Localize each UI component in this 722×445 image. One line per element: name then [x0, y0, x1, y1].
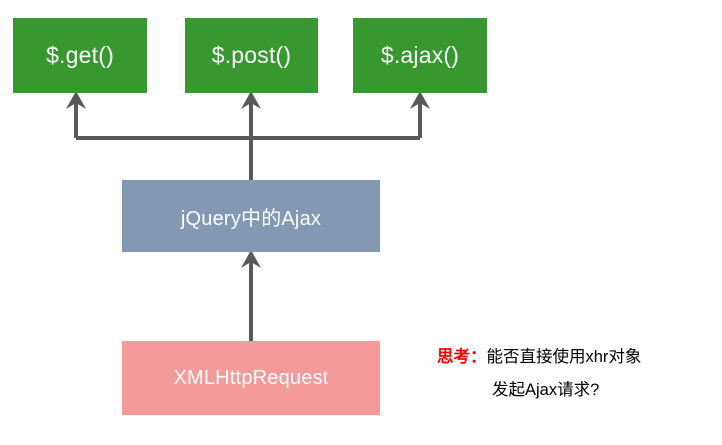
- node-jquery-ajax-method: $.ajax(): [353, 18, 487, 93]
- node-jquery-post-label: $.post(): [211, 42, 292, 68]
- thinking-note-text-1: 能否直接使用xhr对象: [486, 348, 642, 366]
- node-jquery-get-label: $.get(): [46, 42, 114, 68]
- arrowhead-post: [241, 91, 261, 109]
- thinking-note-line-2: 发起Ajax请求?: [492, 381, 600, 399]
- thinking-note-line-1: 思考：能否直接使用xhr对象: [437, 341, 712, 374]
- thinking-note: 思考：能否直接使用xhr对象 发起Ajax请求?: [437, 341, 712, 407]
- arrowhead-ajax: [410, 91, 430, 109]
- node-jquery-ajax-layer-label: jQuery中的Ajax: [180, 207, 322, 230]
- node-jquery-post: $.post(): [185, 18, 318, 93]
- node-jquery-ajax-layer: jQuery中的Ajax: [122, 180, 380, 252]
- thinking-note-label: 思考：: [437, 348, 487, 366]
- arrowhead-get: [66, 91, 86, 109]
- node-jquery-ajax-method-label: $.ajax(): [380, 42, 460, 68]
- node-xmlhttprequest-label: XMLHttpRequest: [173, 366, 329, 389]
- node-xmlhttprequest: XMLHttpRequest: [122, 341, 380, 415]
- node-jquery-get: $.get(): [13, 18, 147, 93]
- arrowhead-jquery: [241, 250, 261, 268]
